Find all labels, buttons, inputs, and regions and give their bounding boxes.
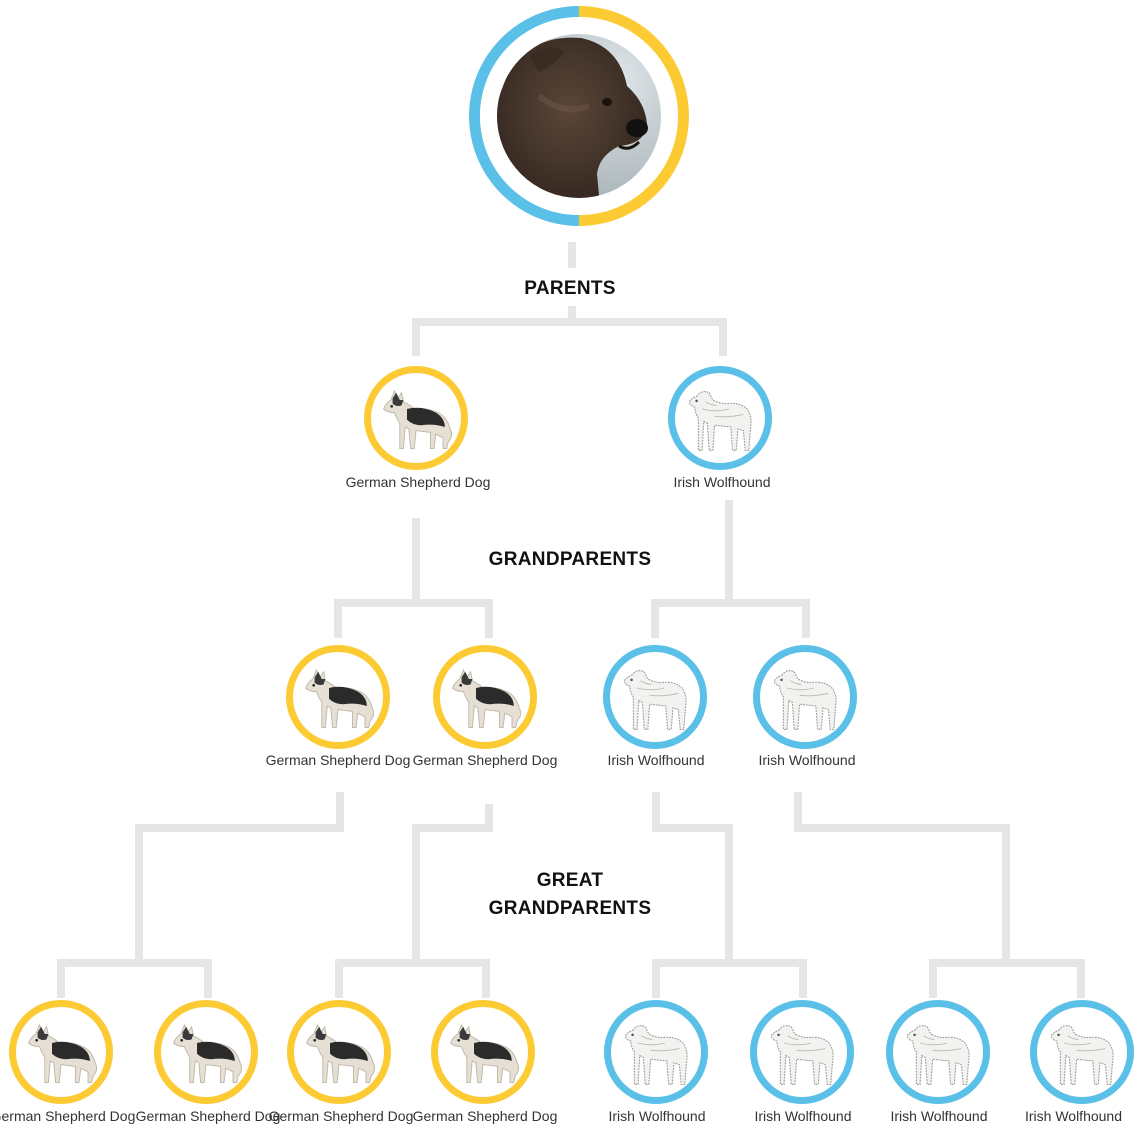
great-grandparent-node-6[interactable] bbox=[750, 1000, 854, 1104]
great-grandparent-node-5[interactable] bbox=[604, 1000, 708, 1104]
german-shepherd-icon bbox=[294, 1007, 384, 1097]
grandparents-heading: GRANDPARENTS bbox=[488, 549, 652, 570]
grandparent-node-1[interactable] bbox=[286, 645, 390, 749]
parent-label-1: German Shepherd Dog bbox=[345, 474, 491, 490]
root-puppy-avatar bbox=[469, 6, 689, 226]
great-grandparent-label-4: German Shepherd Dog bbox=[412, 1108, 558, 1124]
great-grandparent-node-4[interactable] bbox=[431, 1000, 535, 1104]
irish-wolfhound-icon bbox=[611, 1007, 701, 1097]
german-shepherd-icon bbox=[440, 652, 530, 742]
great-grandparent-label-1: German Shepherd Dog bbox=[0, 1108, 136, 1124]
grandparent-node-4[interactable] bbox=[753, 645, 857, 749]
grandparent-label-3: Irish Wolfhound bbox=[607, 752, 705, 768]
parents-heading: PARENTS bbox=[524, 278, 616, 299]
german-shepherd-icon bbox=[161, 1007, 251, 1097]
german-shepherd-icon bbox=[438, 1007, 528, 1097]
parent-label-2: Irish Wolfhound bbox=[673, 474, 771, 490]
irish-wolfhound-icon bbox=[893, 1007, 983, 1097]
great-grandparent-label-8: Irish Wolfhound bbox=[1024, 1108, 1122, 1124]
great-grandparent-node-2[interactable] bbox=[154, 1000, 258, 1104]
great-grandparent-label-7: Irish Wolfhound bbox=[890, 1108, 988, 1124]
parent-node-1[interactable] bbox=[364, 366, 468, 470]
irish-wolfhound-icon bbox=[610, 652, 700, 742]
great-grandparent-label-2: German Shepherd Dog bbox=[135, 1108, 281, 1124]
parent-node-2[interactable] bbox=[668, 366, 772, 470]
great-grandparent-node-1[interactable] bbox=[9, 1000, 113, 1104]
grandparent-node-3[interactable] bbox=[603, 645, 707, 749]
great-grandparent-label-3: German Shepherd Dog bbox=[268, 1108, 414, 1124]
irish-wolfhound-icon bbox=[1037, 1007, 1127, 1097]
grandparent-node-2[interactable] bbox=[433, 645, 537, 749]
german-shepherd-icon bbox=[371, 373, 461, 463]
great-grandparent-node-7[interactable] bbox=[886, 1000, 990, 1104]
great-grandparent-label-6: Irish Wolfhound bbox=[754, 1108, 852, 1124]
german-shepherd-icon bbox=[16, 1007, 106, 1097]
grandparent-label-1: German Shepherd Dog bbox=[265, 752, 411, 768]
grandparent-label-4: Irish Wolfhound bbox=[758, 752, 856, 768]
grandparent-label-2: German Shepherd Dog bbox=[412, 752, 558, 768]
irish-wolfhound-icon bbox=[760, 652, 850, 742]
great-grandparents-heading-line1: GREAT bbox=[536, 870, 604, 891]
great-grandparents-heading-line2: GRANDPARENTS bbox=[488, 898, 652, 919]
irish-wolfhound-icon bbox=[757, 1007, 847, 1097]
great-grandparents-heading: GREAT GRANDPARENTS bbox=[470, 867, 670, 923]
great-grandparent-label-5: Irish Wolfhound bbox=[608, 1108, 706, 1124]
great-grandparent-node-3[interactable] bbox=[287, 1000, 391, 1104]
puppy-photo bbox=[469, 6, 689, 226]
german-shepherd-icon bbox=[293, 652, 383, 742]
great-grandparent-node-8[interactable] bbox=[1030, 1000, 1134, 1104]
irish-wolfhound-icon bbox=[675, 373, 765, 463]
